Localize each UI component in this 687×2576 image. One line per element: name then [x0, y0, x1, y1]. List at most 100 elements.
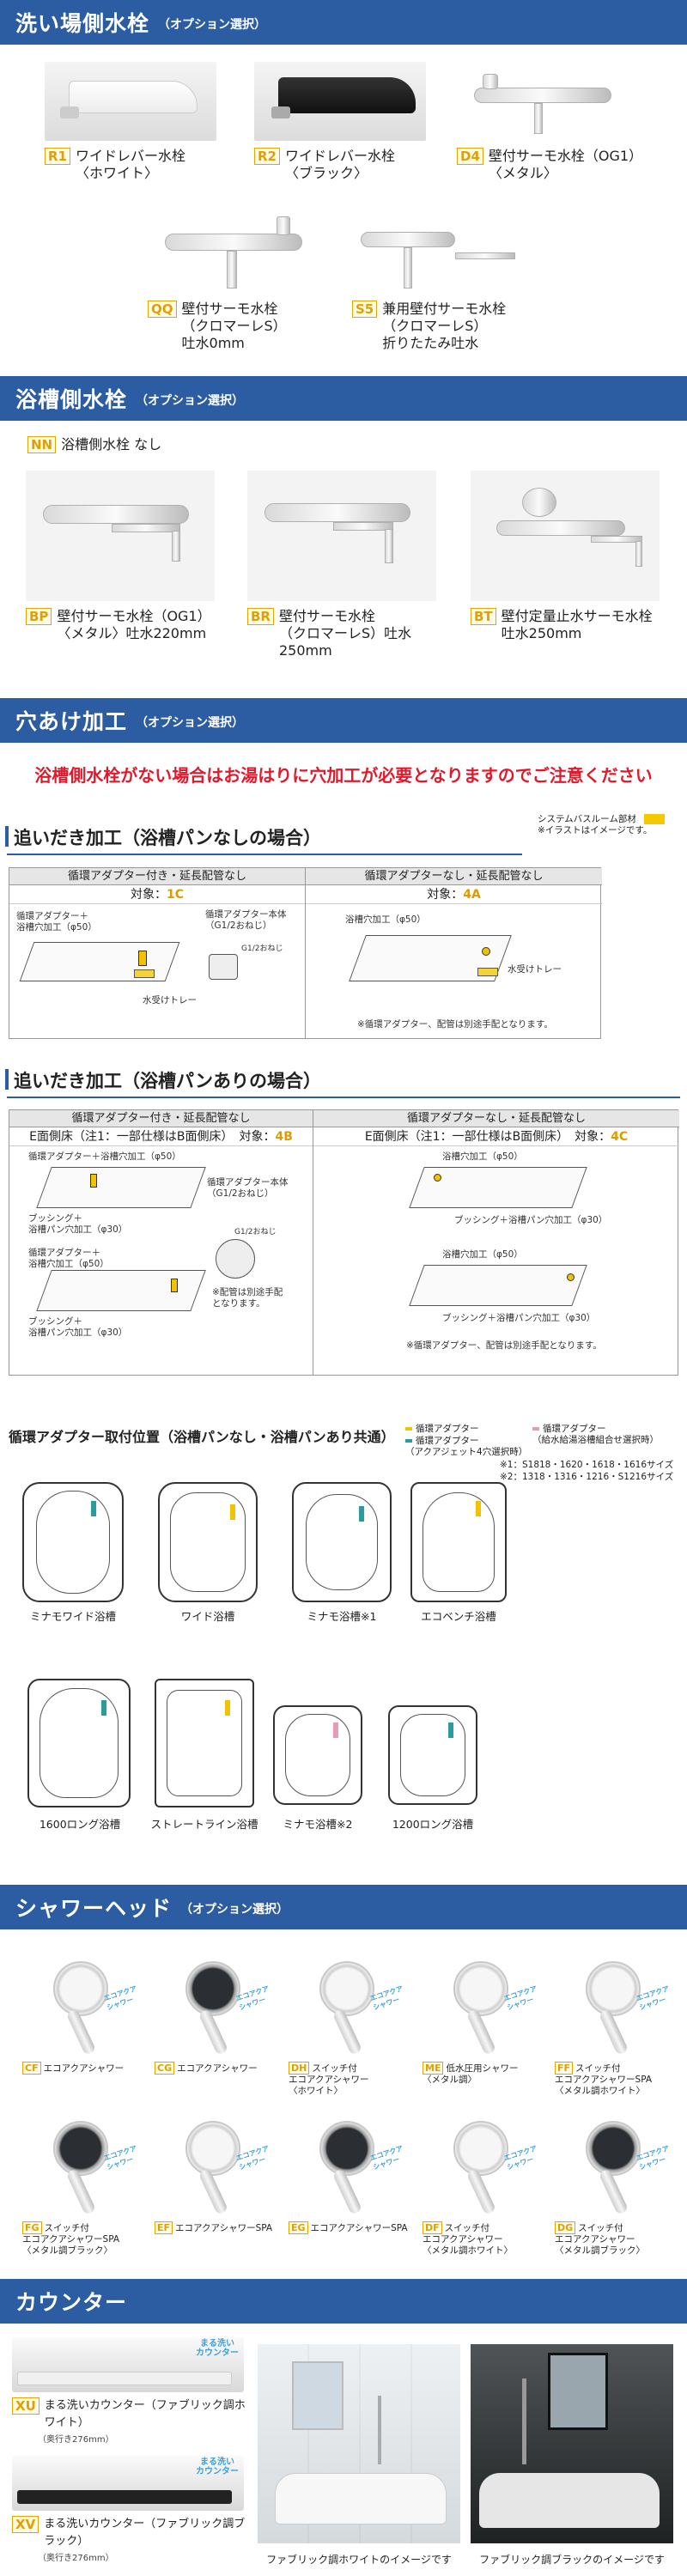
product-code-badge: NN [27, 436, 57, 453]
diagram-note: ※循環アダプター、配管は別途手配となります。 [357, 1019, 553, 1030]
product-image-lever-black [254, 62, 426, 141]
section-title: 穴あけ加工 [15, 709, 128, 734]
tub-label: ミナモ浴槽※1 [307, 1610, 377, 1623]
eco-aqua-mark: エコアクア シャワー [502, 2144, 538, 2172]
product-label: 壁付サーモ水栓 （クロマーレS）吐水250mm [278, 608, 412, 659]
section-option: （オプション選択） [158, 18, 267, 32]
product-label: スイッチ付 エコアクアシャワーSPA 〈メタル調ホワイト〉 [555, 2063, 653, 2096]
counter-image-black: まる洗い カウンター [12, 2456, 244, 2511]
product-code-badge: DH [289, 2062, 310, 2075]
product-label: ワイドレバー水栓 〈ホワイト〉 [76, 148, 186, 181]
adapter-closeup [216, 1239, 255, 1279]
product-label: 浴槽側水栓 なし [61, 436, 162, 453]
tub-label: ワイド浴槽 [180, 1610, 235, 1623]
target-code: 1C [166, 888, 184, 902]
product-image-tub-constant-stop [471, 471, 660, 601]
tub-diagram-lower [36, 1270, 206, 1311]
bathroom-photo-black [471, 2344, 673, 2543]
diagram-label: 循環アダプター＋浴槽穴加工（φ50） [28, 1151, 181, 1162]
table-header: 循環アダプターなし・延長配管なし [313, 1110, 679, 1127]
section-title: 洗い場側水栓 [15, 11, 150, 36]
product-code-badge: EG [289, 2221, 308, 2234]
product-d4[interactable]: D4 壁付サーモ水栓（OG1） 〈メタル〉 [457, 62, 646, 182]
adapter-mark [138, 951, 147, 966]
eco-aqua-mark: エコアクア シャワー [635, 2144, 671, 2172]
diagram-label: 浴槽穴加工（φ50） [442, 1151, 523, 1162]
product-code-badge: FG [22, 2221, 42, 2234]
product-bp[interactable]: BP 壁付サーモ水栓（OG1） 〈メタル〉吐水220mm [26, 471, 223, 642]
product-image-tub-thermo-chrome [247, 471, 436, 601]
subsection-title-no-pan: 追いだき加工（浴槽パンなしの場合） [5, 824, 522, 855]
product-code-badge: DG [555, 2221, 576, 2234]
tub-label: ミナモワイド浴槽 [29, 1610, 116, 1623]
product-code-badge: BP [26, 608, 52, 625]
diagram-label: 水受けトレー [143, 995, 197, 1005]
product-code-badge: CG [155, 2062, 175, 2075]
diagram-label: 循環アダプター本体 （G1/2おねじ） [205, 909, 287, 931]
table-header: 循環アダプター付き・延長配管なし [9, 868, 305, 885]
tub-diagram-lower [409, 1265, 587, 1306]
table-target: 対象：1C [9, 885, 305, 904]
product-label: 壁付サーモ水栓（OG1） 〈メタル〉 [488, 148, 643, 181]
warning-text: 浴槽側水栓がない場合はお湯はりに穴加工が必要となりますのでご注意ください [34, 765, 653, 786]
product-image-tub-thermo-metal [26, 471, 215, 601]
shower-head-icon [453, 1961, 508, 2016]
drilling-table-with-pan: 循環アダプター付き・延長配管なし E面側床（注1：一部仕様はB面側床） 対象：4… [9, 1109, 679, 1376]
product-label: 壁付サーモ水栓（OG1） 〈メタル〉吐水220mm [57, 608, 211, 641]
shower-head-icon [453, 2121, 508, 2176]
size-note: ※1：S1818・1620・1618・1616サイズ [500, 1460, 674, 1470]
section-option: （オプション選択） [136, 716, 245, 730]
adapter-mark [171, 1279, 178, 1292]
product-code-badge: CF [22, 2062, 41, 2075]
eco-aqua-mark: エコアクア シャワー [102, 2144, 138, 2172]
target-code: 4A [463, 888, 481, 902]
target-code: 4C [611, 1130, 629, 1144]
product-code-badge: FF [555, 2062, 574, 2075]
shower-head-icon [319, 2121, 374, 2176]
adapter-position-title: 循環アダプター取付位置（浴槽パンなし・浴槽パンあり共通） [9, 1429, 395, 1445]
product-image-thermo-metal [457, 62, 629, 141]
tray-mark [134, 969, 155, 978]
section-band-drilling: 穴あけ加工 （オプション選択） [0, 698, 687, 743]
product-code-badge: XU [12, 2397, 40, 2415]
product-code-badge: EF [155, 2221, 173, 2234]
product-code-badge: D4 [457, 148, 483, 165]
size-note: ※2：1318・1316・1216・S1216サイズ [500, 1472, 674, 1482]
product-code-badge: S5 [352, 301, 378, 318]
diagram-label: 浴槽穴加工（φ50） [442, 1249, 523, 1260]
section-band-shower-head: シャワーヘッド （オプション選択） [0, 1885, 687, 1929]
legend-member-label: システムバスルーム部材 [538, 814, 636, 824]
diagram-label: 循環アダプター＋ 浴槽穴加工（φ50） [16, 911, 97, 933]
product-code-badge: XV [12, 2516, 40, 2533]
product-code-badge: R2 [254, 148, 280, 165]
product-code-badge: ME [423, 2062, 444, 2075]
tub-label: ミナモ浴槽※2 [283, 1818, 353, 1831]
section-title: シャワーヘッド [15, 1896, 173, 1921]
product-label: エコアクアシャワーSPA [175, 2223, 273, 2233]
diagram-label: 浴槽穴加工（φ50） [345, 914, 426, 925]
product-sub: （奥行き276mm） [38, 2435, 114, 2445]
table-target: E面側床（注1：一部仕様はB面側床） 対象：4B [9, 1127, 313, 1146]
product-label: まる洗いカウンター（ファブリック調ブラック） [44, 2518, 246, 2548]
shower-head-icon [53, 2121, 108, 2176]
hole-mark [482, 947, 490, 956]
